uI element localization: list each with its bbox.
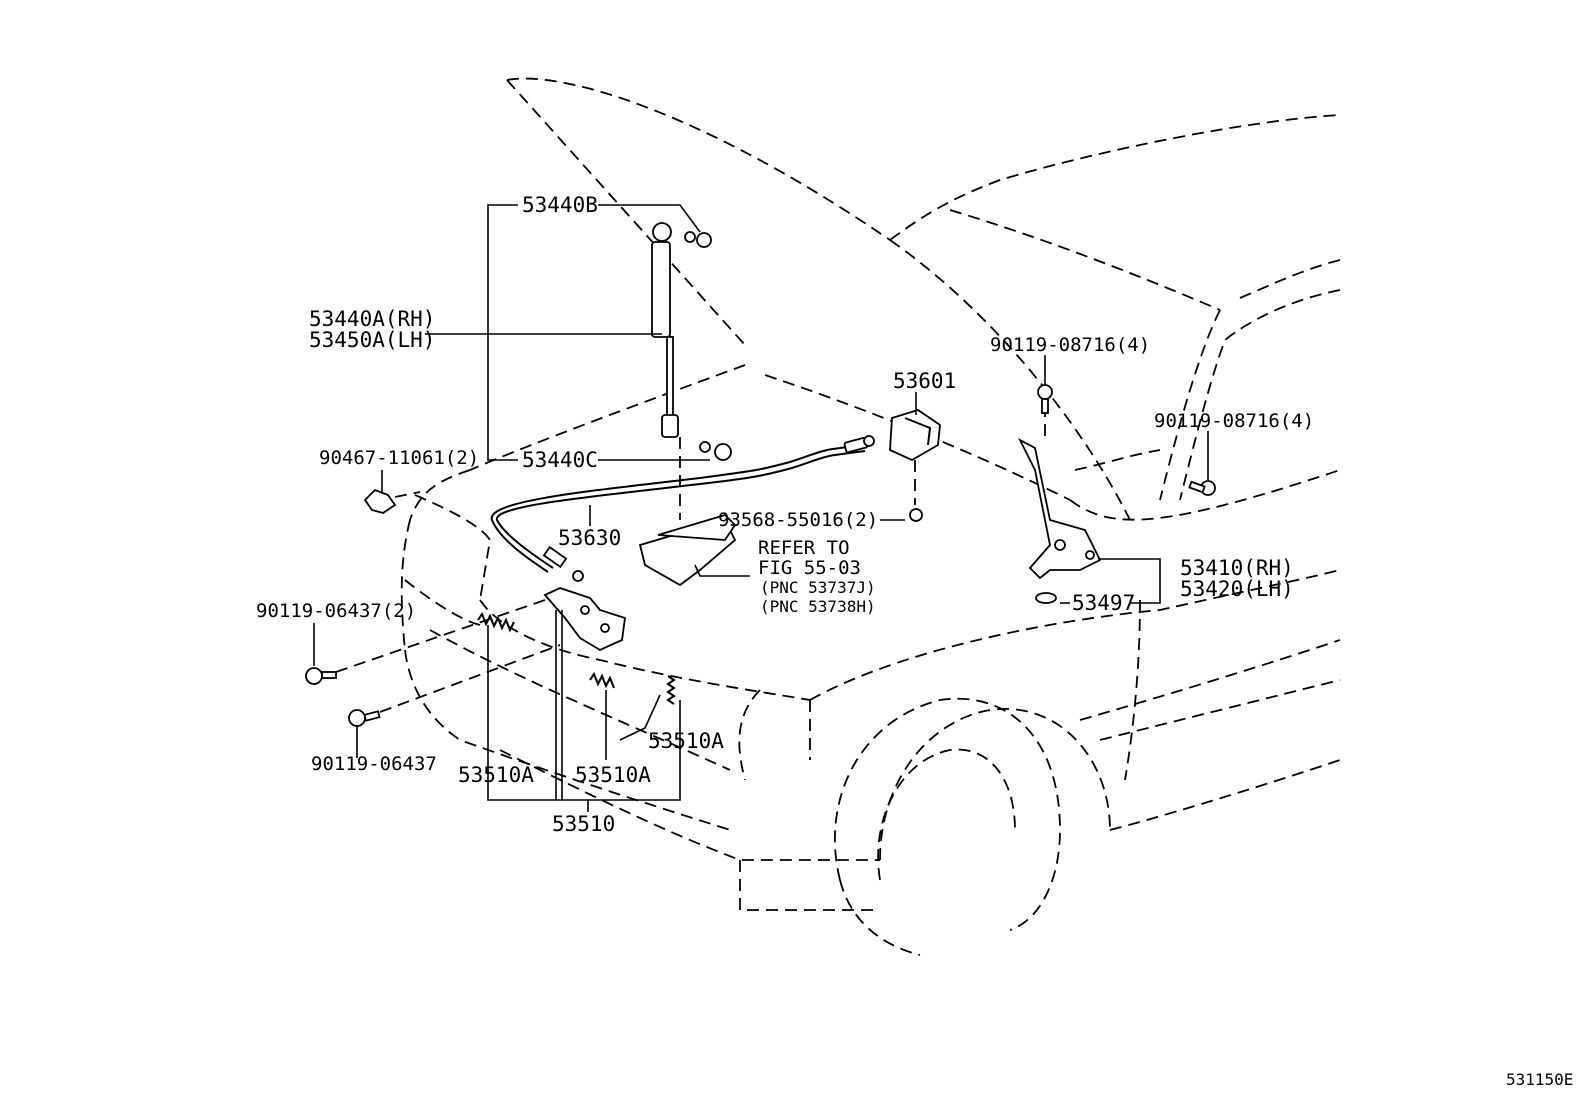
label-53630: 53630 xyxy=(558,526,621,550)
diagram-id: 531150E xyxy=(1506,1070,1573,1089)
label-53410-rh: 53410(RH) xyxy=(1180,556,1294,580)
cable-clamp xyxy=(363,488,421,514)
label-53601: 53601 xyxy=(893,369,956,393)
refer-line-2: FIG 55-03 xyxy=(758,557,861,579)
label-53440C: 53440C xyxy=(522,448,598,472)
label-90119-08716-right: 90119-08716(4) xyxy=(1154,410,1314,432)
label-53440B: 53440B xyxy=(522,193,598,217)
refer-line-4: (PNC 53738H) xyxy=(760,597,876,616)
label-53510A-right: 53510A xyxy=(648,729,724,753)
leader-lines xyxy=(313,204,1209,812)
hinge-bolts xyxy=(1037,384,1216,496)
release-lever-handle xyxy=(638,513,737,587)
label-53510A-mid: 53510A xyxy=(575,763,651,787)
hinge-washer xyxy=(1035,592,1057,604)
label-90119-06437: 90119-06437 xyxy=(311,753,437,775)
refer-note: REFER TO FIG 55-03 (PNC 53737J) (PNC 537… xyxy=(758,537,876,616)
strut-bolts xyxy=(684,231,732,461)
refer-line-3: (PNC 53737J) xyxy=(760,578,876,597)
label-53510: 53510 xyxy=(552,812,615,836)
part-labels: 53440B 53440A(RH) 53450A(LH) 53440C 9046… xyxy=(256,193,1314,836)
hood-hinge xyxy=(1017,405,1102,580)
hood-lock-control-lever xyxy=(889,409,941,522)
label-53420-lh: 53420(LH) xyxy=(1180,577,1294,601)
label-90119-06437-2: 90119-06437(2) xyxy=(256,600,416,622)
label-93568-55016: 93568-55016(2) xyxy=(718,509,878,531)
label-90119-08716-left: 90119-08716(4) xyxy=(990,334,1150,356)
hood-support-strut xyxy=(651,222,681,520)
lock-springs xyxy=(477,611,676,705)
hood-release-cable xyxy=(490,435,875,582)
hood-lock xyxy=(543,587,626,652)
label-53497: 53497 xyxy=(1072,591,1135,615)
label-53440A-rh: 53440A(RH) xyxy=(309,307,435,331)
label-53510A-left: 53510A xyxy=(458,763,534,787)
label-53450A-lh: 53450A(LH) xyxy=(309,328,435,352)
refer-line-1: REFER TO xyxy=(758,537,850,559)
label-90467-11061: 90467-11061(2) xyxy=(319,447,479,469)
